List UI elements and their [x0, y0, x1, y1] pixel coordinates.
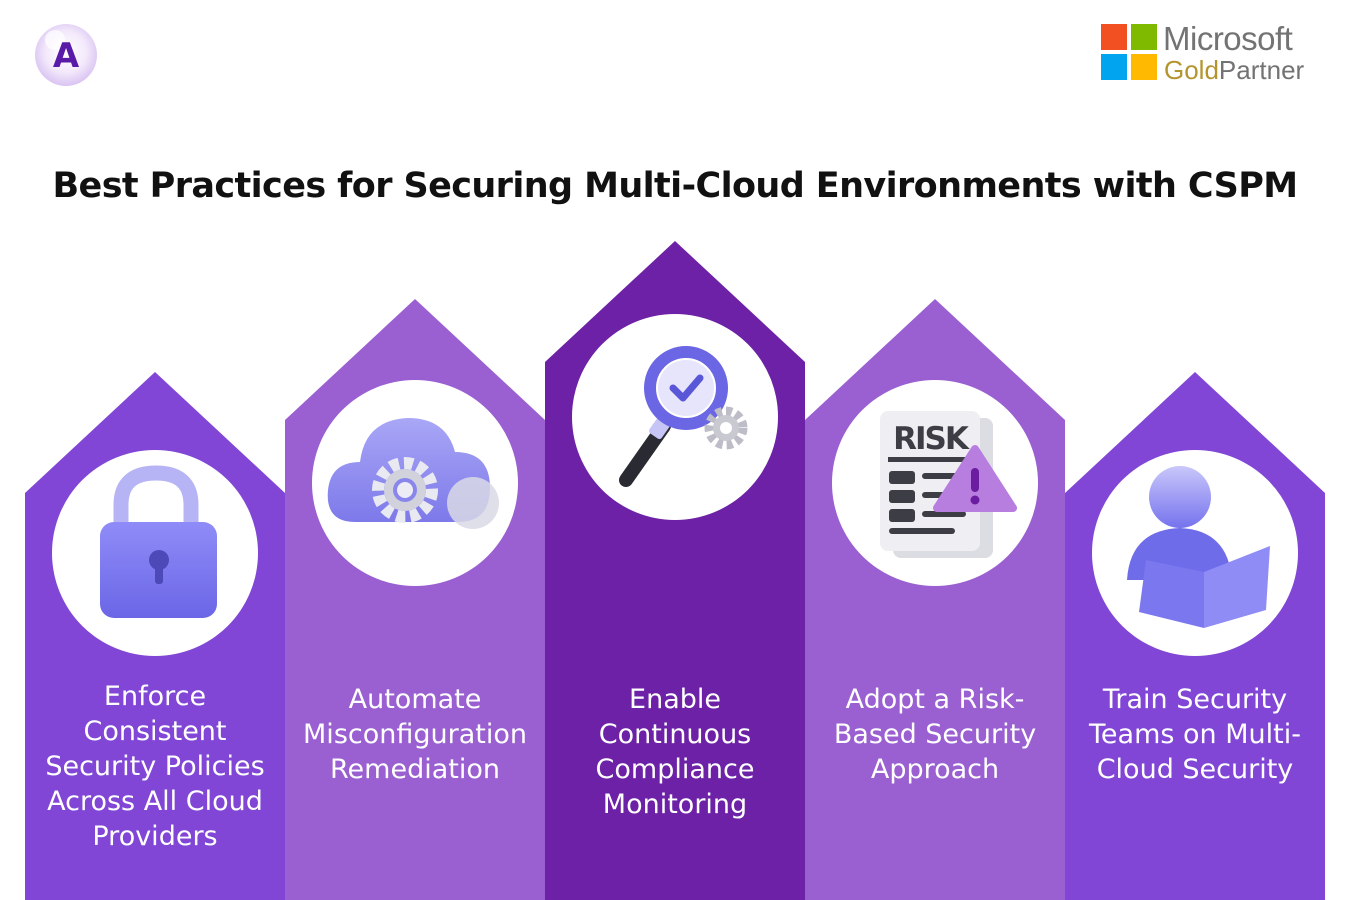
practice-column-5	[1065, 372, 1325, 900]
risk-document-icon: RISK	[880, 411, 1017, 558]
practice-4-label: Adopt a Risk-Based Security Approach	[833, 684, 1037, 785]
practice-2-label: Automate Misconfiguration Remediation	[303, 684, 527, 785]
brand-logo-letter: A	[53, 36, 80, 76]
microsoft-logo-icon	[1101, 24, 1157, 80]
practice-1-label: Enforce Consistent Security Policies Acr…	[45, 681, 265, 852]
brand-logo: A	[33, 22, 99, 88]
partner-tier: GoldPartner	[1164, 55, 1304, 86]
page-title: Best Practices for Securing Multi-Cloud …	[52, 166, 1298, 206]
practice-column-2	[285, 299, 545, 900]
partner-tier-gold: Gold	[1164, 55, 1219, 85]
partner-name: Microsoft	[1163, 20, 1293, 57]
partner-tier-word: Partner	[1218, 55, 1305, 85]
risk-document-text: RISK	[893, 421, 970, 457]
cloud-gear-icon	[327, 418, 499, 529]
padlock-icon	[100, 465, 217, 618]
practice-column-3	[545, 241, 805, 900]
person-reading-icon	[1127, 466, 1270, 628]
practice-5-label: Train Security Teams on Multi-Cloud Secu…	[1089, 684, 1301, 785]
practice-column-1	[25, 372, 285, 900]
microsoft-gold-partner-badge: Microsoft GoldPartner	[1101, 20, 1321, 86]
magnifier-check-icon	[619, 346, 748, 487]
practice-column-4: RISK	[805, 299, 1065, 900]
practice-3-label: Enable Continuous Compliance Monitoring	[595, 684, 755, 820]
